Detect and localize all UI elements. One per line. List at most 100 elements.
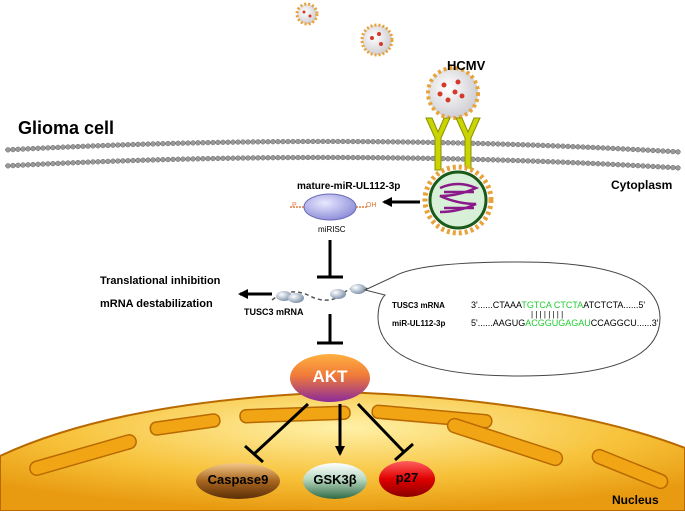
membrane-head xyxy=(275,139,281,145)
membrane-head xyxy=(595,145,601,151)
membrane-head xyxy=(485,157,491,163)
membrane-head xyxy=(25,146,31,152)
membrane-head xyxy=(215,139,221,146)
p27-node xyxy=(379,461,435,497)
membrane-head xyxy=(625,146,631,152)
membrane-head xyxy=(175,156,181,162)
membrane-head xyxy=(575,144,581,150)
membrane-head xyxy=(135,157,141,163)
membrane-head xyxy=(505,141,511,147)
membrane-head xyxy=(665,148,671,154)
membrane-head xyxy=(195,140,201,146)
membrane-head xyxy=(95,143,101,149)
membrane-head xyxy=(105,158,111,164)
membrane-head xyxy=(255,155,261,161)
membrane-head xyxy=(90,159,96,165)
membrane-head xyxy=(335,138,341,145)
gsk3b-label: GSK3β xyxy=(313,472,357,487)
mir-seq-right: CCAGGCU......3' xyxy=(590,318,659,328)
membrane-head xyxy=(250,155,256,161)
membrane-head xyxy=(340,154,346,161)
membrane-head xyxy=(190,140,196,146)
callout-bubble xyxy=(363,261,661,377)
membrane-head xyxy=(180,156,186,162)
membrane-head xyxy=(510,141,516,148)
gsk3b-node xyxy=(303,463,367,499)
membrane-head xyxy=(180,140,186,146)
membrane-head xyxy=(150,141,156,147)
membrane-head xyxy=(220,155,226,161)
callout-tusc3-label: TUSC3 mRNA xyxy=(392,301,445,310)
membrane-head xyxy=(175,140,181,146)
akt-to-caspase9 xyxy=(244,402,310,464)
membrane-head xyxy=(480,140,486,147)
membrane-head xyxy=(370,155,376,161)
membrane-head xyxy=(280,155,286,161)
membrane-head xyxy=(240,155,246,161)
membrane-head xyxy=(605,161,611,167)
membrane-head xyxy=(600,161,606,167)
membrane-head xyxy=(325,138,331,145)
membrane-head xyxy=(250,139,256,145)
membrane-head xyxy=(615,146,621,152)
membrane-head xyxy=(185,140,191,146)
membrane-head xyxy=(145,157,151,163)
membrane-head xyxy=(375,155,381,161)
membrane-head xyxy=(70,144,76,150)
label-mrna-destabilization: mRNA destabilization xyxy=(100,298,213,310)
membrane-head xyxy=(25,162,31,168)
membrane-head xyxy=(520,142,526,148)
membrane-head xyxy=(640,147,646,153)
membrane-head xyxy=(505,157,511,163)
membrane-head xyxy=(340,138,346,145)
membrane-head xyxy=(450,156,456,162)
membrane-head xyxy=(60,144,66,150)
membrane-head xyxy=(200,140,206,146)
membrane-head xyxy=(515,141,521,148)
membrane-head xyxy=(40,145,46,151)
membrane-head xyxy=(530,158,536,164)
membrane-head xyxy=(110,158,116,164)
membrane-head xyxy=(550,159,556,165)
membrane-head xyxy=(455,156,461,162)
membrane-head xyxy=(100,142,106,149)
callout-mir-label: miR-UL112-3p xyxy=(392,319,446,328)
membrane-head xyxy=(295,138,301,145)
membrane-head xyxy=(620,162,626,168)
membrane-head xyxy=(485,141,491,147)
membrane-head xyxy=(15,146,21,152)
membrane-head xyxy=(165,140,171,147)
membrane-head xyxy=(45,161,51,167)
membrane-head xyxy=(385,139,391,145)
membrane-head xyxy=(395,155,401,161)
membrane-head xyxy=(330,154,336,161)
membrane-head xyxy=(325,154,331,161)
membrane-head xyxy=(665,164,671,170)
membrane-head xyxy=(120,158,126,164)
tusc3-seq-right: ATCTCTA......5' xyxy=(583,300,646,310)
membrane-head xyxy=(85,143,91,149)
membrane-head xyxy=(305,154,311,161)
p27-label: p27 xyxy=(395,470,419,485)
membrane-head xyxy=(20,146,26,152)
membrane-head xyxy=(275,155,281,161)
membrane-head xyxy=(560,143,566,149)
membrane-head xyxy=(45,145,51,151)
membrane-head xyxy=(30,145,36,152)
membrane-head xyxy=(315,154,321,161)
membrane-head xyxy=(75,159,81,166)
membrane-head xyxy=(50,145,56,151)
membrane-head xyxy=(155,157,161,163)
membrane-head xyxy=(215,155,221,162)
membrane-head xyxy=(645,147,651,153)
membrane-head xyxy=(490,157,496,163)
tusc3-seq-left: 3'......CTAAA xyxy=(471,300,522,310)
membrane-head xyxy=(350,138,356,145)
inhibit-mirisc-to-mrna xyxy=(317,240,343,279)
membrane-head xyxy=(30,161,36,168)
akt-label: AKT xyxy=(312,367,348,386)
membrane-head xyxy=(630,162,636,168)
membrane-head xyxy=(345,154,351,161)
membrane-head xyxy=(150,157,156,163)
membrane-head xyxy=(490,141,496,147)
